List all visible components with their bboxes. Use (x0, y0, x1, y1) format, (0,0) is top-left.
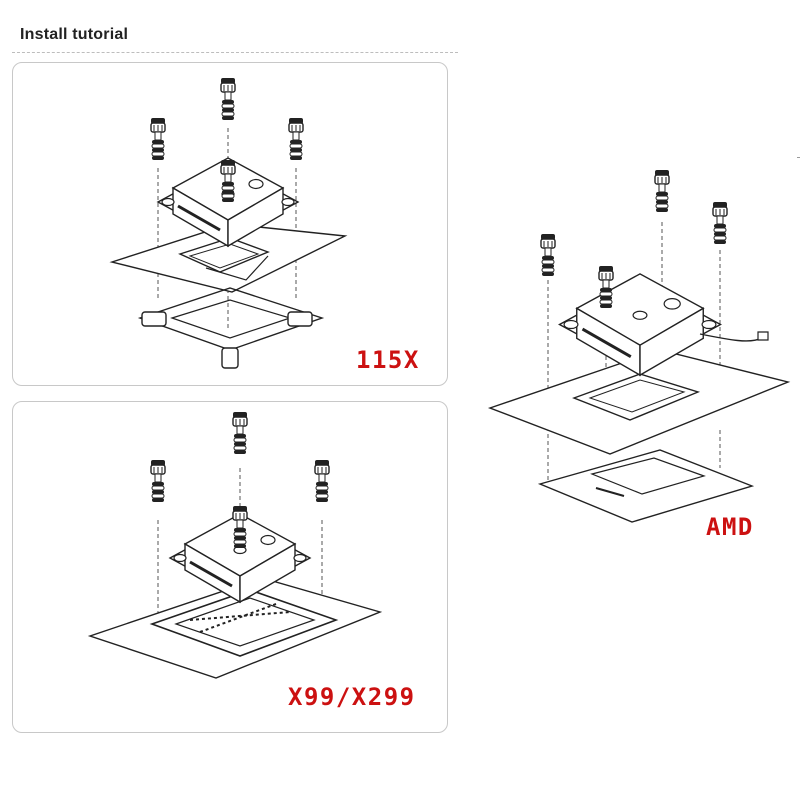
edge-mark (797, 157, 800, 158)
page-title: Install tutorial (20, 26, 129, 43)
diagram-amd (490, 169, 788, 522)
title-divider (12, 52, 458, 53)
diagram-115x (112, 77, 345, 368)
label-x99-x299: X99/X299 (288, 683, 416, 711)
label-115x: 115X (356, 346, 420, 374)
diagram-x99 (90, 411, 380, 678)
label-amd: AMD (706, 513, 754, 541)
